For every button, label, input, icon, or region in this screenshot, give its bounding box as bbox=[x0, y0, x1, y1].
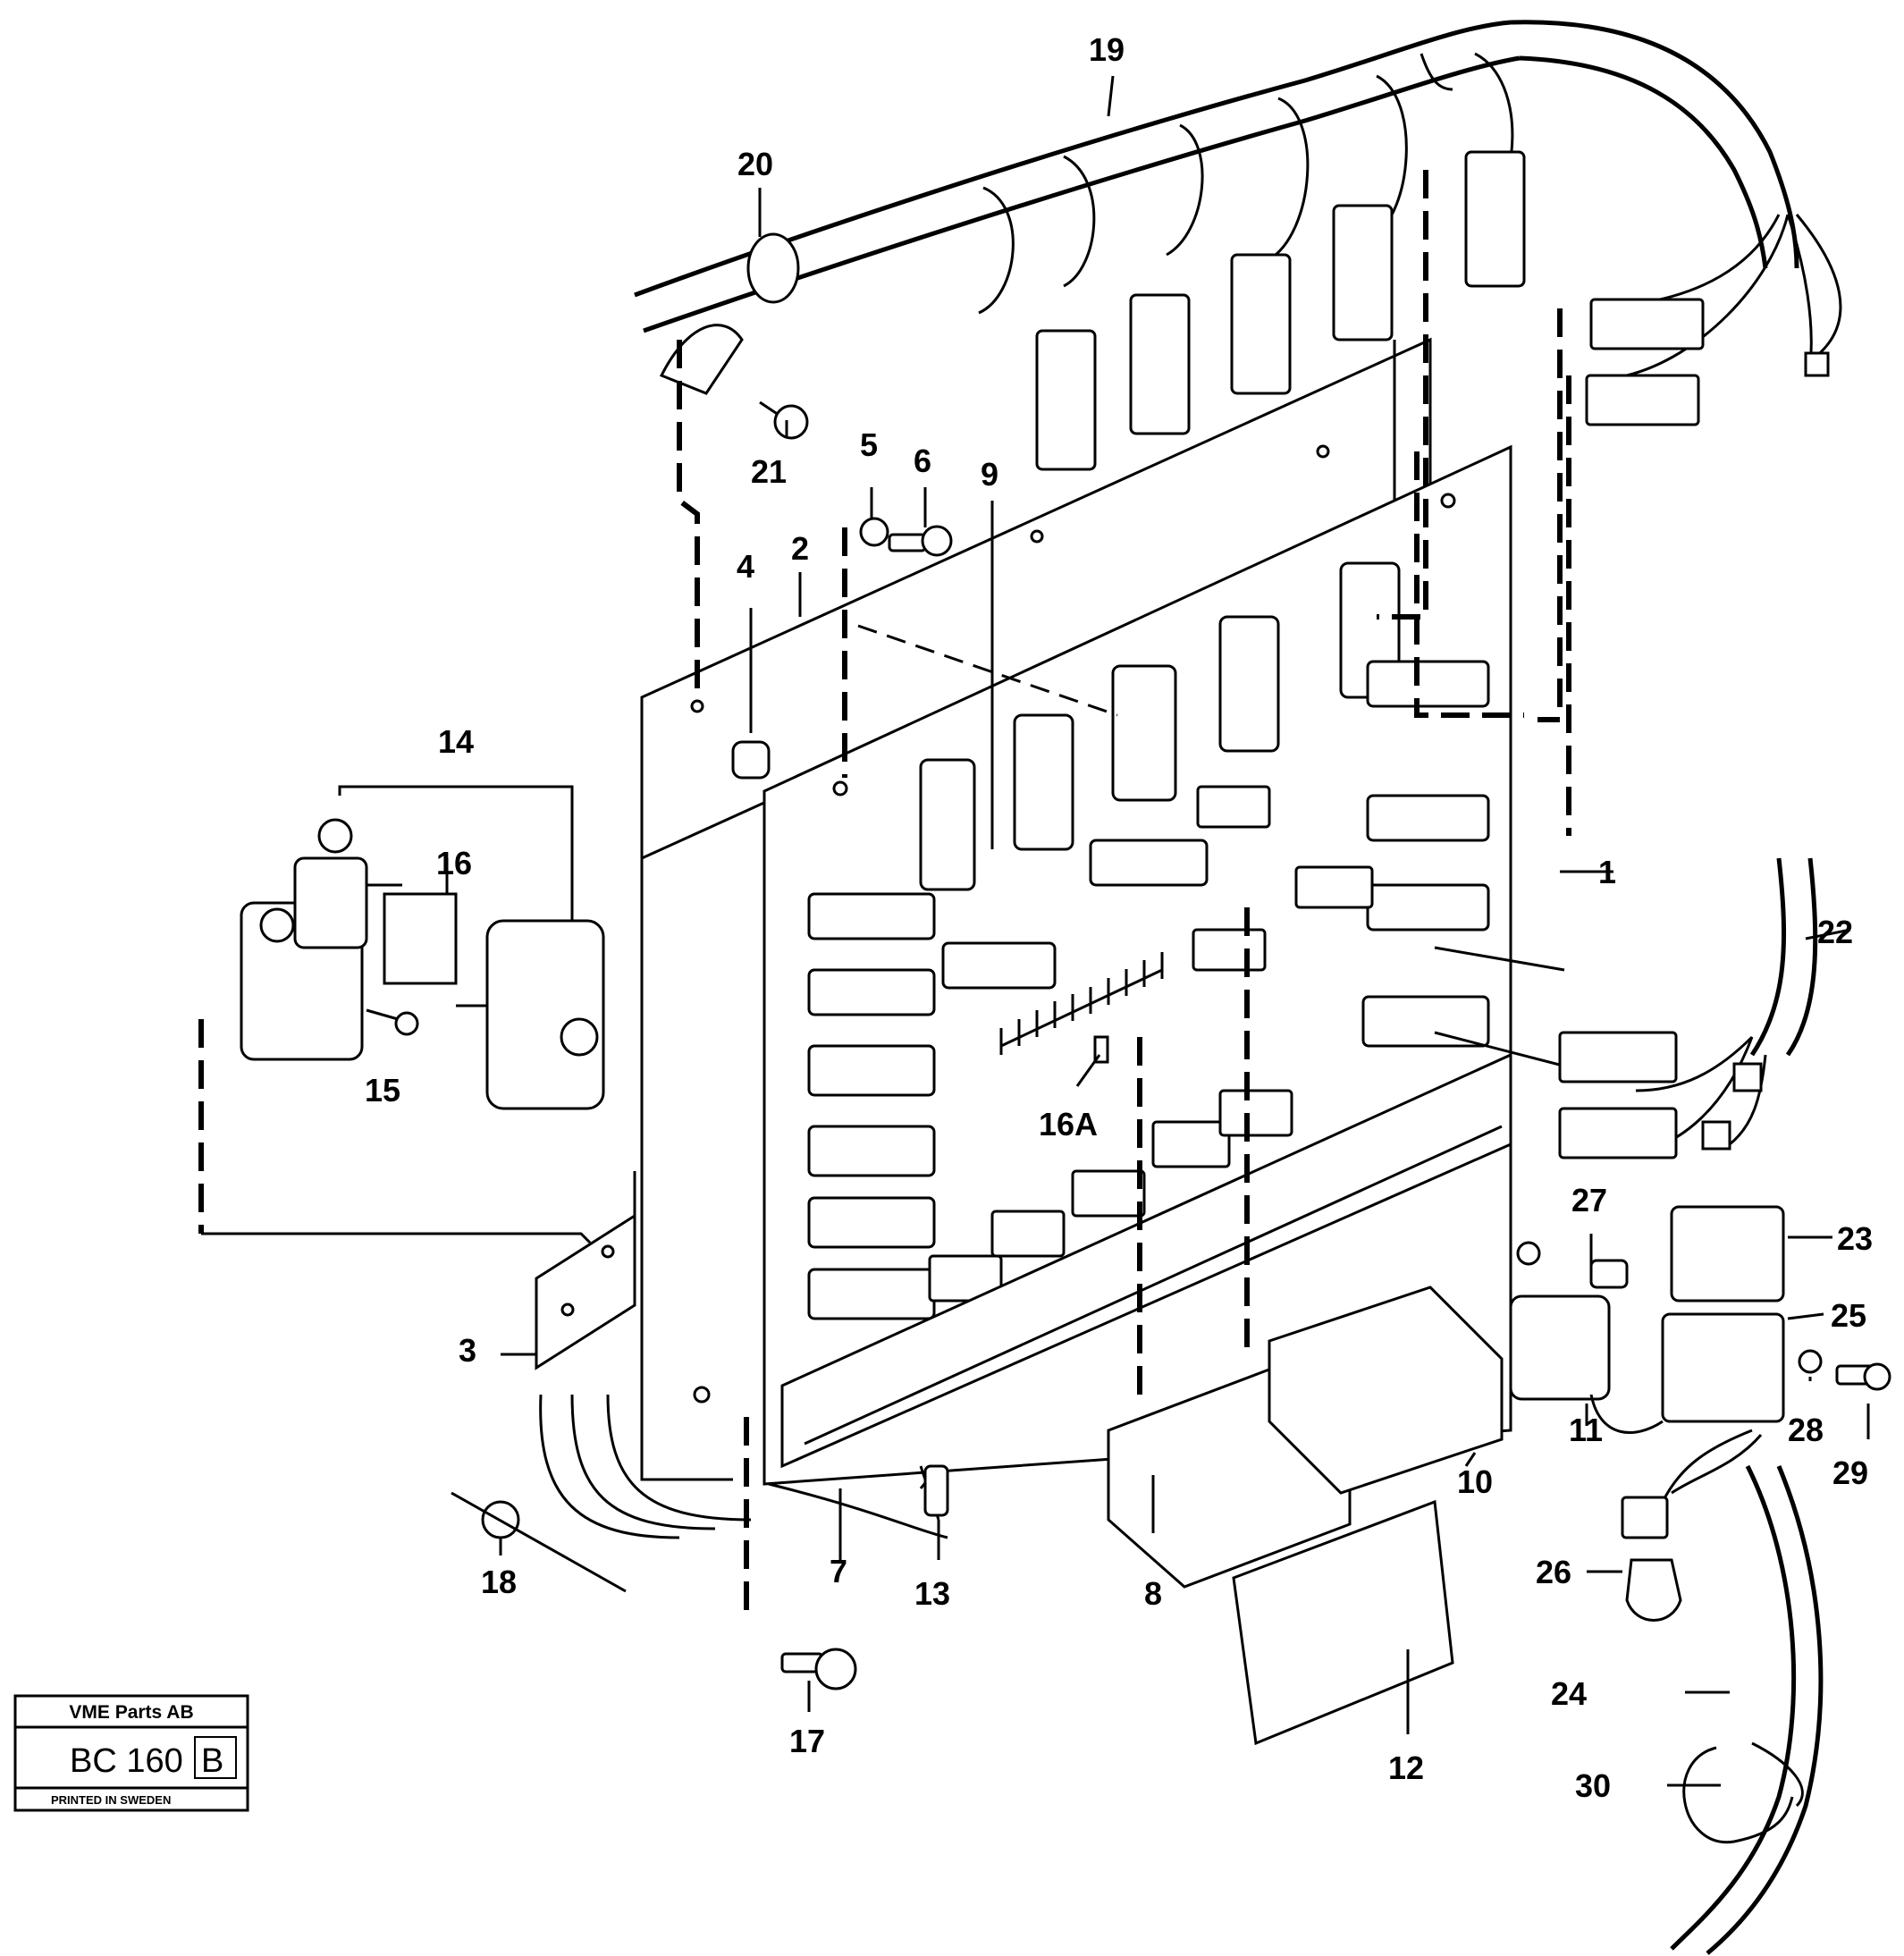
callout-30: 30 bbox=[1575, 1767, 1611, 1804]
callout-9: 9 bbox=[981, 456, 998, 493]
callout-27: 27 bbox=[1571, 1182, 1607, 1218]
callout-25: 25 bbox=[1831, 1297, 1866, 1334]
assembly-guide-lines bbox=[198, 170, 1574, 1614]
bracket bbox=[535, 1171, 636, 1370]
callout-14: 14 bbox=[438, 723, 474, 760]
callout-5: 5 bbox=[860, 426, 878, 463]
fuse-holder-assembly bbox=[201, 785, 605, 1244]
title-stamp: VME Parts AB BC 160 B PRINTED IN SWEDEN bbox=[13, 1694, 249, 1812]
callout-28: 28 bbox=[1788, 1412, 1824, 1448]
callout-labels: 1 2 3 4 5 6 7 8 9 10 11 12 13 14 15 16 1… bbox=[365, 31, 1873, 1804]
main-wiring-harness bbox=[634, 20, 1842, 377]
callout-19: 19 bbox=[1089, 31, 1125, 68]
callout-24: 24 bbox=[1551, 1675, 1587, 1712]
callout-26: 26 bbox=[1536, 1554, 1571, 1590]
callout-29: 29 bbox=[1832, 1454, 1868, 1491]
callout-22: 22 bbox=[1817, 914, 1853, 950]
callout-8: 8 bbox=[1144, 1575, 1162, 1612]
callout-20: 20 bbox=[737, 146, 773, 182]
callout-23: 23 bbox=[1837, 1220, 1873, 1257]
callout-16: 16 bbox=[436, 845, 472, 881]
stamp-drawing-code: BC 160 bbox=[70, 1742, 183, 1780]
callout-10: 10 bbox=[1457, 1463, 1493, 1500]
callout-4: 4 bbox=[737, 548, 754, 585]
callout-13: 13 bbox=[914, 1575, 950, 1612]
stamp-revision: B bbox=[201, 1742, 223, 1780]
callout-2: 2 bbox=[791, 530, 809, 567]
circuit-board bbox=[762, 444, 1512, 1486]
lower-harness bbox=[1621, 1429, 1824, 1955]
hardware bbox=[481, 324, 1891, 1690]
relay-modules bbox=[1107, 1205, 1785, 1746]
harness-connector-blocks bbox=[1035, 150, 1830, 471]
bottom-left-wires bbox=[451, 1394, 949, 1593]
callout-3: 3 bbox=[459, 1332, 476, 1369]
callout-15: 15 bbox=[365, 1072, 400, 1109]
callout-7: 7 bbox=[830, 1553, 847, 1589]
callout-1: 1 bbox=[1598, 854, 1616, 890]
callout-11: 11 bbox=[1569, 1412, 1603, 1448]
callout-17: 17 bbox=[789, 1723, 825, 1759]
side-harness bbox=[1558, 857, 1818, 1159]
callout-6: 6 bbox=[914, 443, 931, 479]
stamp-printed: PRINTED IN SWEDEN bbox=[51, 1793, 171, 1807]
callout-16a: 16A bbox=[1039, 1106, 1098, 1142]
callout-18: 18 bbox=[481, 1564, 517, 1600]
callout-leaders bbox=[366, 75, 1870, 1787]
stamp-company: VME Parts AB bbox=[69, 1702, 193, 1723]
callout-21: 21 bbox=[751, 453, 787, 490]
callout-12: 12 bbox=[1388, 1749, 1424, 1786]
